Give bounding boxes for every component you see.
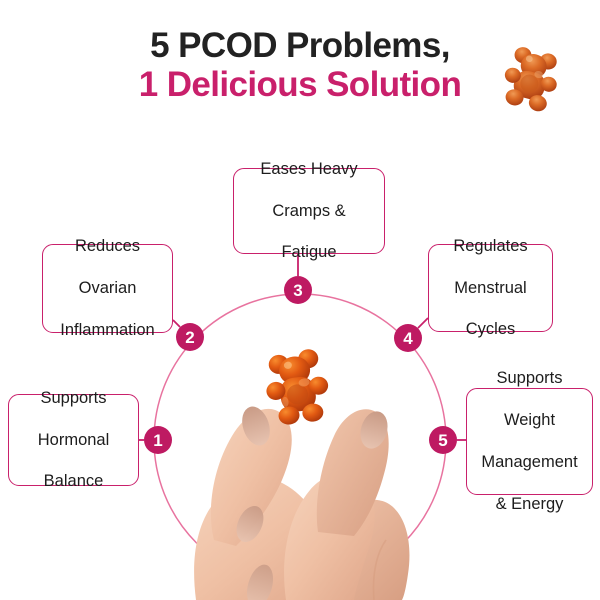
callout-box-1[interactable]: Supports Hormonal Balance xyxy=(8,389,139,490)
callout-box-4[interactable]: Regulates Menstrual Cycles xyxy=(428,237,553,338)
callout-5-line-3: Management xyxy=(481,452,578,471)
callout-4-line-2: Menstrual xyxy=(454,278,527,297)
callout-1-line-1: Supports xyxy=(40,388,107,407)
connector-line-4 xyxy=(417,317,429,329)
hand-holding-gummy-image xyxy=(194,349,410,600)
title-line-2: 1 Delicious Solution xyxy=(138,65,462,105)
callout-2-line-1: Reduces xyxy=(74,237,141,256)
connector-line-2 xyxy=(172,319,181,328)
callout-4-line-3: Cycles xyxy=(465,320,516,339)
callout-box-3[interactable]: Eases Heavy Cramps & Fatigue xyxy=(233,160,385,261)
callout-3-line-2: Cramps & xyxy=(272,201,346,220)
callout-box-2[interactable]: Reduces Ovarian Inflammation xyxy=(42,237,173,339)
page-title: 5 PCOD Problems, 1 Delicious Solution xyxy=(0,26,600,104)
number-badge-1[interactable]: 1 xyxy=(144,426,172,454)
number-badge-5[interactable]: 5 xyxy=(429,426,457,454)
callout-4-line-1: Regulates xyxy=(453,236,528,255)
curled-fingernail xyxy=(236,505,264,543)
gummy-bear-icon xyxy=(504,47,557,112)
callout-3-line-1: Eases Heavy xyxy=(260,159,358,178)
callout-5-line-4: & Energy xyxy=(495,494,564,513)
callout-3-line-3: Fatigue xyxy=(281,243,337,262)
callout-2-line-3: Inflammation xyxy=(60,320,155,339)
title-line-1: 5 PCOD Problems, xyxy=(150,26,450,65)
number-badge-2[interactable]: 2 xyxy=(176,323,204,351)
callout-5-line-1: Supports xyxy=(496,369,563,388)
callout-box-5[interactable]: Supports Weight Management & Energy xyxy=(466,369,593,513)
callout-5-line-2: Weight xyxy=(503,411,556,430)
lower-fingernail xyxy=(246,564,274,600)
callout-1-line-3: Balance xyxy=(43,472,104,491)
thumb xyxy=(210,408,292,546)
number-badge-4[interactable]: 4 xyxy=(394,324,422,352)
gummy-bear-held xyxy=(266,349,329,425)
callout-2-line-2: Ovarian xyxy=(78,279,137,298)
number-badge-3[interactable]: 3 xyxy=(284,276,312,304)
callout-1-line-2: Hormonal xyxy=(37,430,110,449)
index-fingernail xyxy=(360,411,388,449)
thumb-nail xyxy=(242,406,270,446)
